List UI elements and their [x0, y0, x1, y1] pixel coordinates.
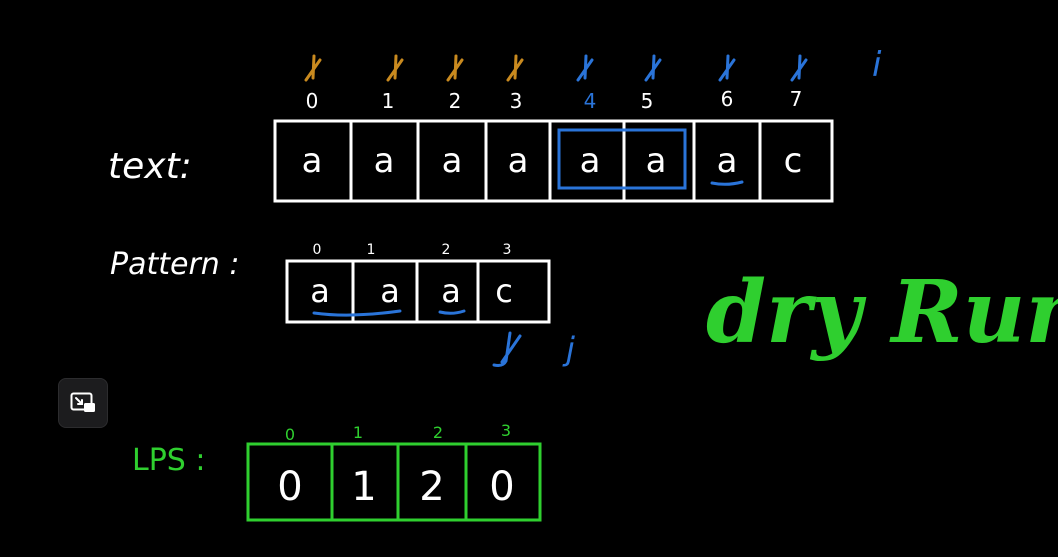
pattern-cell: a [380, 272, 400, 310]
lps-index: 2 [433, 423, 443, 442]
lps-indices: 0 1 2 3 [285, 421, 511, 444]
match-window-highlight [557, 128, 687, 190]
text-cell: a [508, 141, 529, 181]
pattern-row-label: Pattern : [110, 247, 239, 282]
pattern-cell: a [441, 272, 461, 310]
text-index: 0 [306, 89, 319, 113]
lps-cell: 0 [277, 464, 302, 510]
lps-row-label: LPS : [132, 443, 206, 478]
text-cells: a a a a a a a c [302, 141, 803, 181]
text-row: text: i 0 1 2 3 4 5 6 7 [108, 45, 882, 203]
lps-cell: 1 [351, 464, 376, 510]
text-row-label: text: [108, 146, 192, 187]
text-index: 1 [382, 89, 395, 113]
lps-array-grid [246, 442, 542, 522]
text-index: 6 [721, 87, 734, 111]
text-index: 2 [449, 89, 462, 113]
prefix-underline [312, 309, 402, 317]
pattern-row: Pattern : 0 1 2 3 a a a c j [110, 242, 575, 368]
text-index: 5 [641, 89, 654, 113]
lps-index: 1 [353, 423, 363, 442]
text-index: 3 [510, 89, 523, 113]
text-cell-underline [710, 180, 744, 186]
text-index: 7 [790, 87, 803, 111]
lps-index: 0 [285, 425, 295, 444]
pattern-index: 3 [503, 242, 512, 258]
text-cell: a [302, 141, 323, 181]
struck-i-marker [576, 54, 808, 82]
lps-cells: 0 1 2 0 [277, 464, 514, 510]
dry-run-title: dry Run [706, 262, 1058, 363]
suffix-underline [438, 309, 466, 315]
pattern-array-grid [285, 259, 551, 324]
pattern-index: 0 [313, 242, 322, 258]
pattern-index: 2 [442, 242, 451, 258]
text-index: 4 [584, 89, 597, 113]
pattern-cells: a a a c [310, 272, 513, 310]
text-cell: a [374, 141, 395, 181]
pattern-index: 1 [367, 242, 376, 258]
lps-row: LPS : 0 1 2 3 0 1 2 0 [132, 421, 542, 522]
lps-index: 3 [501, 421, 511, 440]
text-indices: 0 1 2 3 4 5 6 7 [306, 87, 803, 113]
pattern-cell: a [310, 272, 330, 310]
picture-in-picture-button[interactable] [58, 378, 108, 428]
text-array-grid [273, 119, 834, 203]
text-pointer-strikes [304, 54, 808, 82]
lps-cell: 0 [489, 464, 514, 510]
pattern-indices: 0 1 2 3 [313, 242, 512, 258]
struck-j-marker [492, 331, 522, 367]
text-pointer-i: i [872, 45, 882, 85]
text-cell: a [442, 141, 463, 181]
text-cell: c [784, 141, 803, 181]
struck-i-marker [304, 54, 524, 82]
text-cell: a [646, 141, 667, 181]
pattern-underlines [312, 309, 466, 317]
text-cell: a [717, 141, 738, 181]
text-cell: a [580, 141, 601, 181]
picture-in-picture-icon [70, 392, 95, 412]
pattern-pointer-j: j [562, 330, 575, 368]
pattern-cell: c [495, 272, 513, 310]
lps-cell: 2 [419, 464, 444, 510]
